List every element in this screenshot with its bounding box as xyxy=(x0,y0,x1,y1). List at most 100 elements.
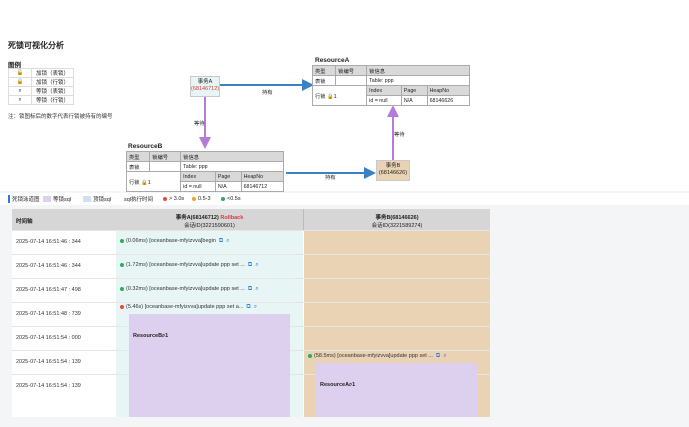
time-axis-title: 时间轴 xyxy=(16,219,33,225)
cell: N/A xyxy=(214,181,242,192)
threshold-label: 0.5-3 xyxy=(198,196,211,202)
lock-num: 1 xyxy=(165,333,169,339)
search-icon[interactable]: ⌕ xyxy=(226,238,230,244)
row-time: 2025-07-14 16:51:46 : 344 xyxy=(16,239,81,245)
sql-item[interactable]: (5.46s) [oceanbase-mfyizvva]update ppp s… xyxy=(120,304,257,311)
lock-icon: 🔒 xyxy=(327,93,334,100)
gantt-tab[interactable]: 死锁泳道图 xyxy=(8,195,40,203)
lock-num: 1 xyxy=(352,382,356,388)
green-dot-icon xyxy=(120,238,124,243)
lock-type: 行锁 xyxy=(315,93,326,100)
cell: id = null xyxy=(180,181,216,192)
search-icon[interactable]: ⌕ xyxy=(255,286,259,292)
trx-a-id: (68146712) xyxy=(191,86,220,92)
legend-title: 图例 xyxy=(8,62,21,69)
col-header: HeapNo xyxy=(240,171,285,182)
lock-info: Table: ppp xyxy=(180,161,284,172)
col-b-title: 事务B(68146626) xyxy=(375,215,419,221)
sql-text: (0.06ms) [oceanbase-mfyizvva]begin xyxy=(126,238,216,244)
lock-type: 行锁 xyxy=(129,179,140,186)
lock-resource-label: ResourceA xyxy=(320,382,350,388)
col-a-header: 事务A(68146712) Rollback 会话ID(3221590601) xyxy=(116,209,304,230)
col-header: 类型 xyxy=(311,65,337,76)
cell: 68146712 xyxy=(240,181,285,192)
col-header: 锁编号 xyxy=(335,65,368,76)
threshold-label: <0.5s xyxy=(227,196,241,202)
lock-num: 1 xyxy=(333,93,337,100)
table-row: 2025-07-14 16:51:47 : 498 (0.32ms) [ocea… xyxy=(12,278,490,303)
col-header: 锁编号 xyxy=(149,151,182,162)
wait-sql-label: 等锁sql xyxy=(53,197,72,203)
wait-icon: ⌕ xyxy=(349,382,353,388)
col-header: 锁信息 xyxy=(366,65,470,76)
lock-icon: 🔒 xyxy=(141,179,148,186)
red-dot-icon xyxy=(163,196,167,201)
trx-a-node[interactable]: 事务A (68146712) xyxy=(190,76,220,97)
graph-edges xyxy=(199,79,399,179)
resource-a-title: ResourceA xyxy=(315,57,350,64)
green-dot-icon xyxy=(120,286,124,291)
row-time: 2025-07-14 16:51:54 : 000 xyxy=(16,335,81,341)
search-icon[interactable]: ⌕ xyxy=(443,353,447,359)
hold-sql-swatch xyxy=(83,196,91,202)
cell: 68146626 xyxy=(426,95,471,106)
edge-label: 持有 xyxy=(262,90,273,96)
wait-lock-block-a[interactable]: ResourceB⌕1 xyxy=(129,314,290,417)
cell: id = null xyxy=(366,95,402,106)
col-b-session: 会话ID(3221589274) xyxy=(371,223,423,229)
search-icon[interactable]: ⌕ xyxy=(255,262,259,268)
wait-sql-swatch xyxy=(43,196,51,202)
resource-b-title: ResourceB xyxy=(128,143,163,150)
lock-num: 1 xyxy=(147,179,151,186)
sql-item[interactable]: (58.5ms) [oceanbase-mfyizvva]update ppp … xyxy=(308,353,447,360)
lock-type: 表锁 xyxy=(125,161,151,172)
trx-b-id: (68146626) xyxy=(378,170,408,176)
edge-label: 持有 xyxy=(325,175,336,181)
sql-item[interactable]: (0.06ms) [oceanbase-mfyizvva]begin⧉⌕ xyxy=(120,238,230,245)
col-b-header: 事务B(68146626) 会话ID(3221589274) xyxy=(304,209,490,230)
legend-label: 等锁（行锁） xyxy=(30,95,75,105)
trx-b-name: 事务B xyxy=(385,163,401,169)
lock-resource-label: ResourceB xyxy=(133,333,163,339)
sql-text: (58.5ms) [oceanbase-mfyizvva]update ppp … xyxy=(314,353,433,359)
copy-icon[interactable]: ⧉ xyxy=(246,304,251,310)
col-header: Index xyxy=(180,171,216,182)
threshold-label: > 3.0s xyxy=(169,196,185,202)
col-header: HeapNo xyxy=(426,85,471,96)
trx-b-node[interactable]: 事务B (68146626) xyxy=(376,160,410,181)
wait-icon: ⌕ xyxy=(162,333,166,339)
page-title: 死锁可视化分析 xyxy=(8,41,64,50)
copy-icon[interactable]: ⧉ xyxy=(247,286,253,292)
col-header: 类型 xyxy=(125,151,151,162)
legend-item: ⌕等锁（行锁） xyxy=(8,95,75,105)
green-dot-icon xyxy=(308,353,312,358)
sql-item[interactable]: (1.72ms) [oceanbase-mfyizvva]update ppp … xyxy=(120,262,259,269)
table-row: 2025-07-14 16:51:46 : 344 (1.72ms) [ocea… xyxy=(12,254,490,279)
cell: N/A xyxy=(400,95,428,106)
copy-icon[interactable]: ⧉ xyxy=(247,262,253,268)
sql-text: (1.72ms) [oceanbase-mfyizvva]update ppp … xyxy=(126,262,245,268)
legend-table: 🔓加锁（表锁） 🔒加锁（行锁） ⌕等锁（表锁） ⌕等锁（行锁） xyxy=(8,68,75,105)
trx-a-name: 事务A xyxy=(197,79,213,85)
sql-text: (0.32ms) [oceanbase-mfyizvva]update ppp … xyxy=(126,286,245,292)
green-dot-icon xyxy=(221,196,225,201)
search-icon[interactable]: ⌕ xyxy=(253,304,258,310)
red-dot-icon xyxy=(120,304,124,309)
hold-sql-label: 顶锁sql xyxy=(93,197,112,203)
row-time: 2025-07-14 16:51:46 : 344 xyxy=(16,263,81,269)
swimlane-toolbar: 死锁泳道图 等锁sql 顶锁sql sql执行时间 > 3.0s 0.5-3 <… xyxy=(0,193,689,205)
wait-lock-block-b[interactable]: ResourceA⌕1 xyxy=(316,363,477,417)
swimlane-grid: 时间轴 事务A(68146712) Rollback 会话ID(32215906… xyxy=(12,209,490,417)
sql-item[interactable]: (0.32ms) [oceanbase-mfyizvva]update ppp … xyxy=(120,286,259,293)
legend-note: 注：锁图标后的数字代表行锁被持有的编号 xyxy=(8,114,113,120)
row-time: 2025-07-14 16:51:54 : 139 xyxy=(16,383,81,389)
copy-icon[interactable]: ⧉ xyxy=(435,353,441,359)
graph-panel xyxy=(0,32,689,191)
row-time: 2025-07-14 16:51:54 : 139 xyxy=(16,359,81,365)
row-time: 2025-07-14 16:51:48 : 739 xyxy=(16,311,81,317)
copy-icon[interactable]: ⧉ xyxy=(218,238,224,244)
green-dot-icon xyxy=(120,262,124,267)
exec-time-label: sql执行时间 xyxy=(124,197,154,203)
table-row: 2025-07-14 16:51:46 : 344 (0.06ms) [ocea… xyxy=(12,230,490,255)
